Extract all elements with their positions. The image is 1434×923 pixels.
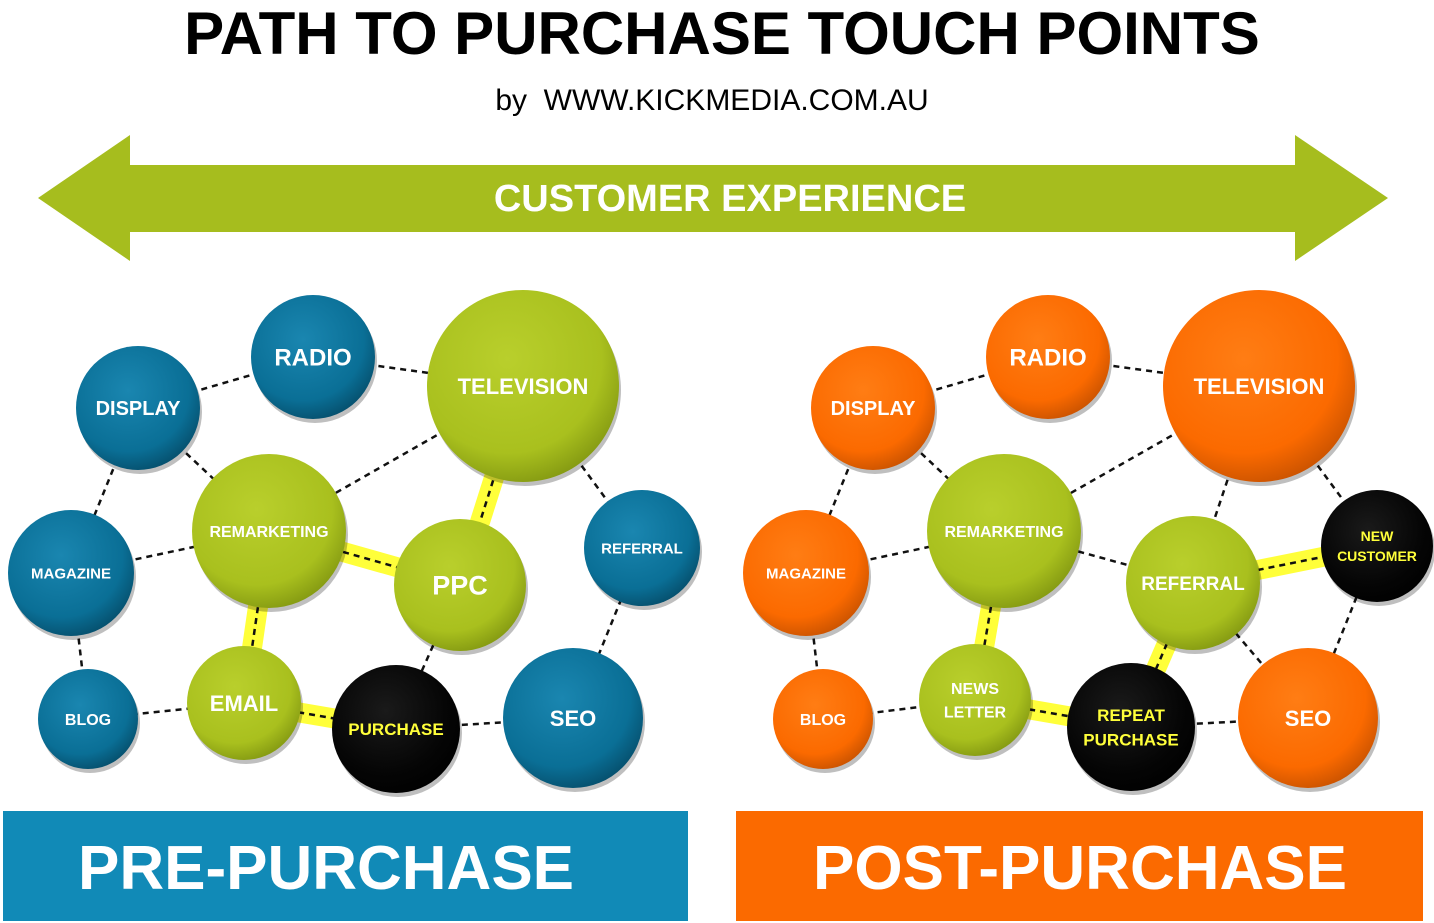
post-node-blog-label: BLOG [800, 712, 846, 729]
post-node-referral: REFERRAL [1126, 516, 1262, 654]
pre-node-email: EMAIL [187, 646, 303, 764]
pre-node-email-label: EMAIL [210, 691, 278, 716]
post-node-referral-label: REFERRAL [1141, 574, 1245, 595]
post-link-display-radio [872, 355, 1049, 410]
post-node-blog: BLOG [773, 669, 875, 773]
pre-purchase-banner-label: PRE-PURCHASE [78, 834, 574, 903]
post-node-repeat-purchase-label: REPEAT [1097, 706, 1165, 725]
post-node-news-letter-label: LETTER [944, 704, 1007, 721]
pre-node-television: TELEVISION [427, 290, 621, 486]
customer-experience-arrow [38, 135, 1388, 261]
post-purchase-banner [736, 811, 1423, 921]
customer-experience-label: CUSTOMER EXPERIENCE [494, 178, 966, 220]
post-purchase-banner-label: POST-PURCHASE [813, 834, 1347, 903]
page-title: PATH TO PURCHASE TOUCH POINTS [184, 0, 1260, 67]
pre-node-television-label: TELEVISION [458, 374, 589, 399]
post-node-seo-label: SEO [1285, 706, 1331, 731]
pre-node-radio: RADIO [251, 295, 377, 423]
post-node-radio: RADIO [986, 295, 1112, 423]
pre-link-referral-seo [571, 547, 644, 719]
post-node-seo: SEO [1238, 648, 1380, 792]
post-node-display-label: DISPLAY [831, 398, 917, 420]
pre-node-ppc: PPC [394, 519, 528, 655]
post-node-repeat-purchase: REPEAT PURCHASE [1067, 663, 1197, 795]
post-node-new-customer-label: CUSTOMER [1337, 548, 1417, 564]
pre-node-blog: BLOG [38, 669, 140, 773]
pre-node-display: DISPLAY [76, 346, 202, 474]
pre-node-seo: SEO [503, 648, 645, 792]
post-node-new-customer-label: NEW [1361, 528, 1394, 544]
pre-node-display-label: DISPLAY [96, 398, 182, 420]
pre-link-display-radio [137, 355, 314, 410]
pre-node-referral-label: REFERRAL [601, 540, 683, 557]
post-node-new-customer: NEW CUSTOMER [1321, 490, 1434, 606]
post-link-display-remarketing [872, 407, 1005, 532]
pre-node-radio-label: RADIO [274, 345, 351, 372]
pre-node-referral: REFERRAL [584, 490, 702, 610]
post-node-remarketing: REMARKETING [927, 454, 1083, 612]
post-node-television: TELEVISION [1163, 290, 1357, 486]
pre-purchase-network: RADIO TELEVISION DISPLAY REMARKETING PPC REFE… [8, 290, 702, 797]
pre-node-purchase-label: PURCHASE [348, 720, 443, 739]
post-node-television-label: TELEVISION [1194, 374, 1325, 399]
post-node-magazine: MAGAZINE [743, 510, 871, 640]
post-node-remarketing-label: REMARKETING [944, 524, 1063, 541]
pre-node-purchase: PURCHASE [332, 665, 462, 797]
byline: by WWW.KICKMEDIA.COM.AU [495, 84, 928, 117]
pre-node-ppc-label: PPC [432, 571, 488, 601]
post-node-magazine-label: MAGAZINE [766, 565, 846, 582]
post-node-news-letter: NEWS LETTER [919, 644, 1033, 760]
post-purchase-network: RADIO TELEVISION DISPLAY REMARKETING REFERRA… [743, 290, 1434, 795]
post-node-repeat-purchase-label: PURCHASE [1083, 730, 1178, 749]
pre-node-magazine-label: MAGAZINE [31, 565, 111, 582]
pre-node-seo-label: SEO [550, 706, 596, 731]
pre-purchase-banner [3, 811, 688, 921]
pre-node-remarketing-label: REMARKETING [209, 524, 328, 541]
pre-link-display-remarketing [137, 407, 270, 532]
pre-node-blog-label: BLOG [65, 712, 111, 729]
pre-node-magazine: MAGAZINE [8, 510, 136, 640]
post-node-display: DISPLAY [811, 346, 937, 474]
post-node-radio-label: RADIO [1009, 345, 1086, 372]
post-node-news-letter-label: NEWS [951, 681, 999, 698]
pre-node-remarketing: REMARKETING [192, 454, 348, 612]
